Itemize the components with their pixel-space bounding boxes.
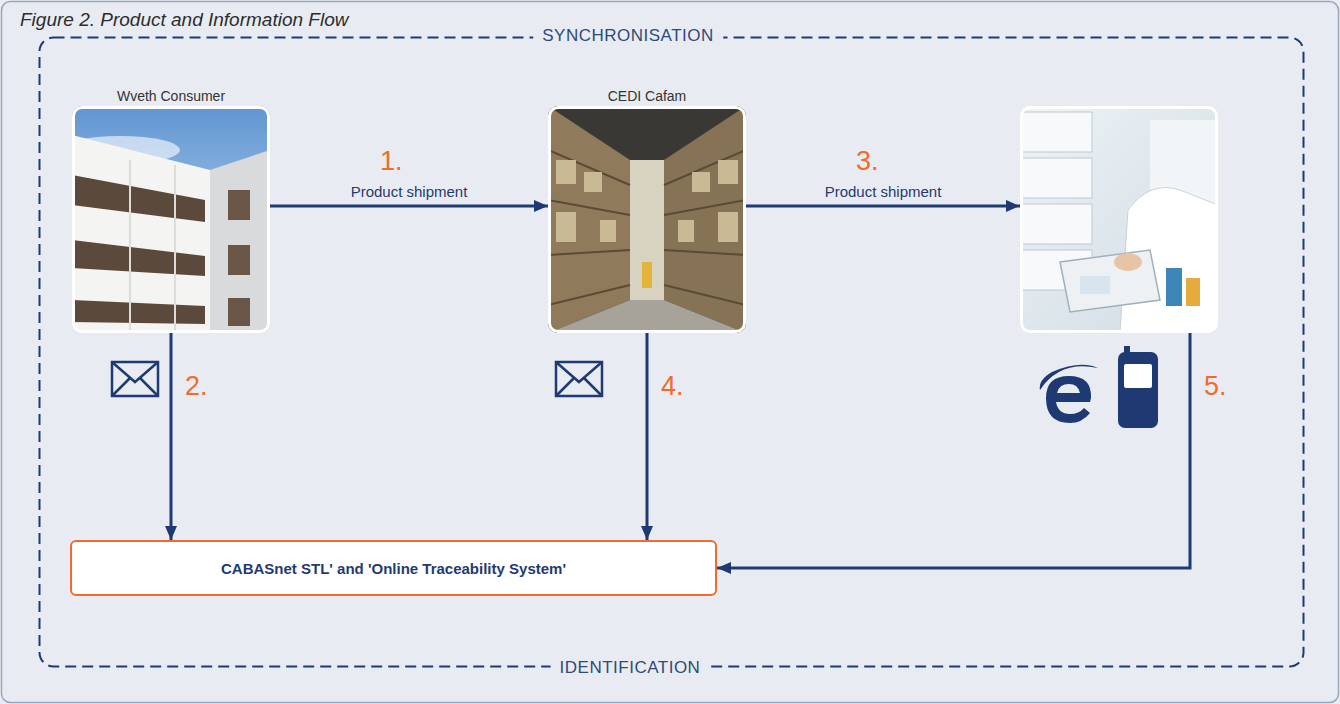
warehouse-photo-part-part	[584, 172, 602, 192]
warehouse-photo-part	[556, 160, 738, 242]
office-building-photo-part	[228, 245, 250, 275]
edge-label: Product shipment	[825, 183, 942, 200]
warehouse-photo-part	[664, 106, 746, 333]
warehouse-photo-part	[548, 106, 630, 333]
envelope-icon-part	[556, 362, 602, 396]
pharmacy-photo-part	[1186, 278, 1200, 306]
pharmacy-photo-part-part	[1022, 112, 1092, 152]
warehouse-photo	[548, 106, 746, 333]
warehouse-photo-part-part	[664, 250, 746, 255]
photo-box: Wveth Consumer	[72, 106, 270, 333]
browser-logo-icon	[1040, 365, 1098, 423]
pharmacy-photo-part-part	[1022, 158, 1092, 198]
mobile-phone-icon-part	[1124, 364, 1152, 388]
flow-arrow	[717, 333, 1190, 568]
mobile-phone-icon-part	[1124, 346, 1130, 356]
pharmacy-photo-part	[1114, 253, 1142, 271]
band-label: SYNCHRONISATION	[533, 25, 723, 47]
warehouse-photo-part	[630, 160, 664, 300]
browser-logo-icon-part	[1040, 365, 1098, 390]
pharmacy-photo-part	[1060, 250, 1160, 312]
browser-logo-icon-part	[1046, 376, 1091, 423]
photo-box: CEDI Cafam	[548, 106, 746, 333]
flow-arrow	[170, 333, 173, 540]
step-number: 2.	[185, 371, 208, 402]
pharmacy-photo-part	[1080, 276, 1110, 294]
envelope-icon-part	[556, 378, 574, 396]
office-building-photo-part	[228, 298, 250, 326]
warehouse-photo-part-part	[692, 172, 710, 192]
warehouse-photo-part-part	[548, 285, 630, 305]
warehouse-photo-part	[548, 300, 746, 333]
node-heading: Wveth Consumer	[117, 88, 225, 104]
warehouse-photo-part-part	[678, 220, 694, 242]
warehouse-photo-part-part	[556, 212, 576, 242]
office-building-photo-part	[129, 160, 131, 333]
system-box: CABASnet STL' and 'Online Traceability S…	[70, 540, 717, 596]
figure-title: Figure 2. Product and Information Flow	[20, 9, 348, 31]
office-building-photo-part	[72, 135, 210, 333]
pharmacy-photo	[1020, 106, 1218, 333]
edge-label: Product shipment	[351, 183, 468, 200]
pharmacy-photo-part	[1166, 268, 1182, 306]
envelope-icon	[112, 362, 158, 396]
node-heading: CEDI Cafam	[608, 88, 687, 104]
callout-number: 3.	[856, 146, 879, 177]
mobile-phone-icon-part	[1118, 352, 1158, 428]
warehouse-photo-part	[548, 106, 746, 333]
step-number: 5.	[1204, 371, 1227, 402]
warehouse-photo-part	[548, 150, 746, 305]
flow-arrow	[646, 333, 649, 540]
flow-arrow	[270, 205, 548, 208]
envelope-icon-part	[112, 362, 158, 382]
office-building-photo-part	[228, 190, 250, 220]
photo-box	[1020, 106, 1218, 333]
warehouse-photo-part-part	[548, 250, 630, 255]
step-number: 4.	[661, 371, 684, 402]
mobile-phone-icon	[1118, 346, 1158, 428]
envelope-icon-part	[112, 362, 158, 396]
envelope-icon-part	[140, 378, 158, 396]
office-building-photo-part	[72, 300, 205, 324]
office-building-photo-part	[72, 175, 205, 222]
pharmacy-photo-part-part	[1022, 204, 1092, 244]
pharmacy-photo-part	[1020, 106, 1218, 333]
band-label: IDENTIFICATION	[551, 657, 710, 679]
envelope-icon-part	[112, 378, 130, 396]
flow-arrow	[746, 205, 1020, 208]
warehouse-photo-part	[642, 262, 652, 288]
warehouse-photo-part-part	[718, 212, 738, 242]
dashed-outline	[40, 38, 1304, 667]
warehouse-photo-part-part	[664, 285, 746, 305]
warehouse-photo-part-part	[600, 220, 616, 242]
callout-number: 1.	[380, 146, 403, 177]
office-building-photo-part	[174, 165, 176, 333]
system-label: CABASnet STL' and 'Online Traceability S…	[221, 560, 566, 577]
region-band: SYNCHRONISATIONIDENTIFICATIONWveth Consu…	[38, 36, 1305, 668]
warehouse-photo-part-part	[556, 160, 576, 184]
envelope-icon-part	[556, 362, 602, 382]
envelope-icon	[556, 362, 602, 396]
office-building-photo-part	[72, 240, 205, 276]
envelope-icon-part	[584, 378, 602, 396]
office-building-photo	[72, 106, 270, 333]
office-building-photo-part	[210, 150, 270, 333]
warehouse-photo-part-part	[718, 160, 738, 184]
